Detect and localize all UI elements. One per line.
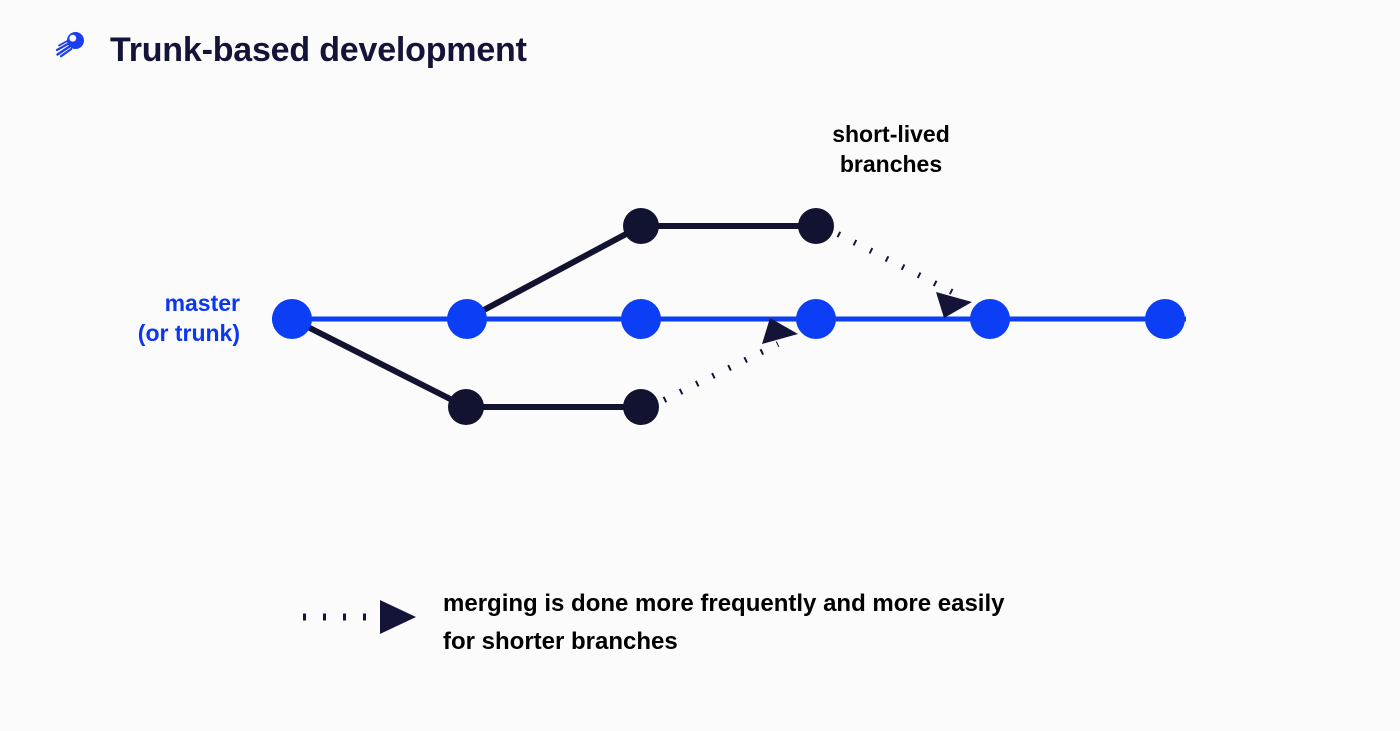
master-label-line1: master — [164, 290, 240, 316]
upper-branch-node-2 — [798, 208, 834, 244]
trunk-node-2 — [447, 299, 487, 339]
lower-merge-arrow — [662, 318, 798, 403]
trunk-node-5 — [970, 299, 1010, 339]
legend-caption-line2: for shorter branches — [443, 628, 678, 655]
lower-branch-node-1 — [448, 389, 484, 425]
legend-caption-line1: merging is done more frequently and more… — [443, 590, 1005, 617]
master-trunk-label: master (or trunk) — [20, 288, 240, 348]
trunk-node-3 — [621, 299, 661, 339]
lower-branch-fork-line — [290, 316, 468, 410]
short-lived-branches-line1: short-lived — [832, 121, 950, 147]
upper-merge-arrow — [836, 231, 972, 318]
trunk-node-4 — [796, 299, 836, 339]
trunk-node-1 — [272, 299, 312, 339]
short-lived-branches-line2: branches — [839, 151, 943, 177]
legend-caption: merging is done more frequently and more… — [443, 585, 1203, 661]
upper-branch-node-1 — [623, 208, 659, 244]
lower-branch-node-2 — [623, 389, 659, 425]
upper-branch-fork-line — [465, 223, 643, 322]
short-lived-branches-label: short-lived branches — [811, 119, 971, 179]
trunk-node-6 — [1145, 299, 1185, 339]
master-label-line2: (or trunk) — [137, 320, 240, 346]
comet-icon — [55, 30, 86, 58]
slide-header: Trunk-based development — [0, 0, 1400, 95]
page-title: Trunk-based development — [110, 31, 527, 69]
legend-dotted-arrow-icon — [303, 600, 416, 634]
